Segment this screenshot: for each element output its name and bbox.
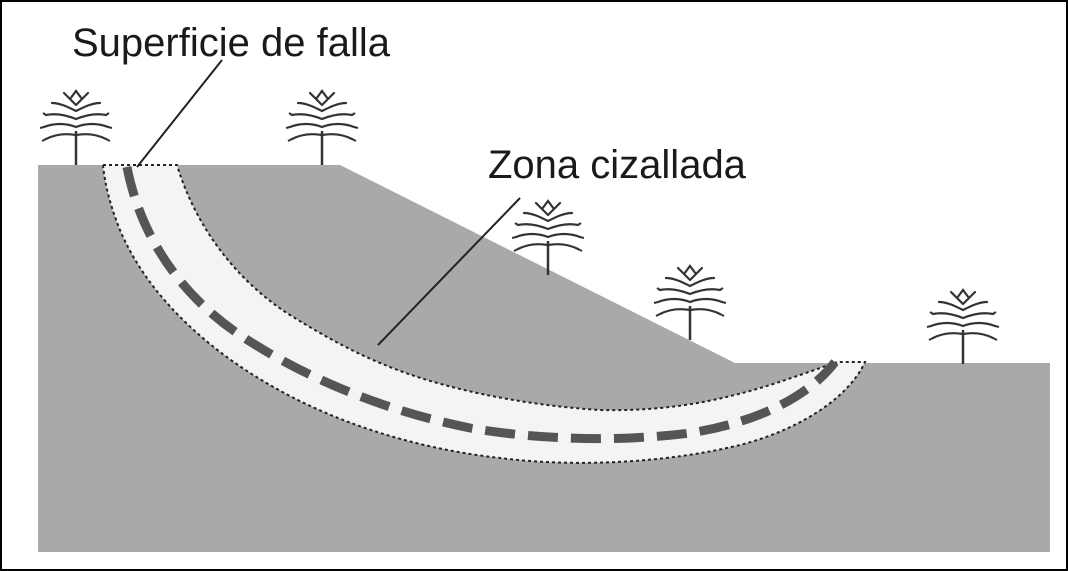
ground-profile: [38, 165, 1050, 552]
shear-zone-leader: [377, 197, 521, 346]
shear-zone: [101, 164, 867, 464]
fault-surface-leader: [136, 59, 223, 168]
fault-surface-label: Superficie de falla: [72, 21, 391, 65]
shear-zone-label: Zona cizallada: [488, 143, 747, 187]
fault-surface-line: [122, 166, 839, 444]
